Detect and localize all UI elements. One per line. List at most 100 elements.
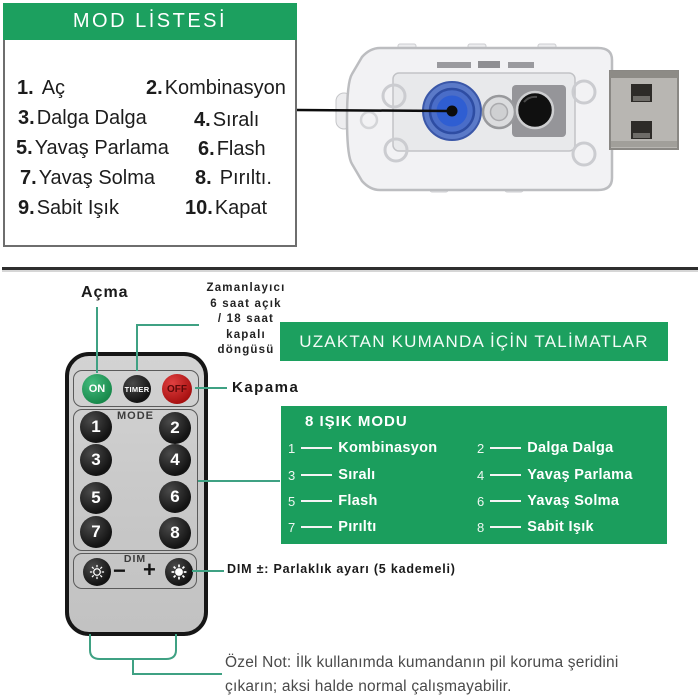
light-mode-label: Kombinasyon: [338, 440, 438, 456]
item-number: 6.: [198, 138, 215, 160]
screw-post: [571, 79, 597, 105]
timer-note-line: kapalı: [226, 328, 266, 341]
item-label: Sıralı: [212, 109, 260, 131]
item-number: 3.: [18, 107, 35, 129]
mode-button-4: 4: [159, 444, 191, 476]
remote-control-image: ON TIMER OFF MODE 1 2 3 4 5 6 7 8 DIM: [65, 352, 208, 636]
list-item: 2.Kombinasyon: [146, 77, 286, 100]
light-mode-item: 4 Yavaş Parlama: [477, 466, 633, 484]
light-mode-item: 2 Dalga Dalga: [477, 439, 614, 457]
dash-line: [301, 500, 333, 502]
pcb-print-mark: [508, 62, 534, 68]
dim-plus-sign: +: [143, 557, 156, 582]
dim-minus-sign: −: [113, 558, 126, 583]
special-note-line: çıkarın; aksi halde normal çalışmayabili…: [225, 677, 512, 695]
item-number: 8.: [195, 167, 212, 189]
light-mode-number: 5: [288, 493, 296, 509]
mode-button-5: 5: [80, 482, 112, 514]
mode-button-3: 3: [80, 444, 112, 476]
mode-button-2: 2: [159, 412, 191, 444]
usb-connector-slot-inner: [633, 133, 650, 138]
screw-post: [383, 137, 409, 163]
item-number: 4.: [194, 109, 211, 131]
light-mode-item: 6 Yavaş Solma: [477, 492, 619, 510]
light-mode-item: 8 Sabit Işık: [477, 518, 594, 536]
light-mode-number: 1: [288, 440, 296, 456]
dash-line: [490, 447, 522, 449]
pcb-print-mark: [478, 61, 500, 68]
dim-low-sun-icon: [89, 564, 105, 580]
dim-down-button: [83, 558, 111, 586]
special-note: Özel Not: İlk kullanımda kumandanın pil …: [225, 651, 665, 698]
off-button: OFF: [162, 374, 192, 404]
item-label: Kombinasyon: [164, 77, 286, 99]
item-label: Dalga Dalga: [36, 107, 147, 129]
light-mode-label: Flash: [338, 493, 378, 509]
light-mode-label: Sıralı: [338, 467, 376, 483]
mode-button-8: 8: [159, 517, 191, 549]
light-mode-item: 1 Kombinasyon: [288, 439, 437, 457]
mode-list-panel: MOD LİSTESİ 1. Aç 2.Kombinasyon 3.Dalga D…: [3, 3, 297, 247]
light-mode-item: 7 Pırıltı: [288, 518, 377, 536]
dim-high-sun-icon: [171, 564, 187, 580]
dash-line: [490, 474, 522, 476]
mode-list-header: MOD LİSTESİ: [3, 3, 297, 40]
list-item: 4.Sıralı: [194, 109, 259, 132]
light-modes-box: 8 IŞIK MODU 1 Kombinasyon 2 Dalga Dalga …: [281, 406, 667, 544]
timer-note-line: 6 saat açık: [210, 297, 282, 310]
pcb-print-mark: [437, 62, 471, 68]
light-mode-label: Yavaş Parlama: [527, 467, 633, 483]
list-item: 3.Dalga Dalga: [18, 107, 147, 130]
section-divider: [2, 267, 698, 272]
instructions-banner: UZAKTAN KUMANDA İÇİN TALİMATLAR: [280, 322, 668, 361]
light-mode-item: 3 Sıralı: [288, 466, 376, 484]
light-mode-item: 5 Flash: [288, 492, 378, 510]
light-mode-number: 2: [477, 440, 485, 456]
item-label: Pırıltı.: [219, 167, 272, 189]
list-item: 9.Sabit Işık: [18, 197, 119, 220]
light-modes-title: 8 IŞIK MODU: [305, 413, 408, 430]
usb-connector-slot-inner: [633, 96, 650, 101]
item-number: 7.: [20, 167, 37, 189]
light-mode-number: 3: [288, 467, 296, 483]
dim-note: DIM ±: Parlaklık ayarı (5 kademeli): [227, 562, 456, 576]
dash-line: [301, 474, 333, 476]
dim-up-button: [165, 558, 193, 586]
usb-connector-edge: [610, 71, 678, 78]
item-number: 9.: [18, 197, 35, 219]
usb-connector-edge: [611, 141, 677, 147]
note-pointer-line: [132, 659, 222, 675]
light-mode-number: 7: [288, 519, 296, 535]
dash-line: [490, 526, 522, 528]
item-number: 10.: [185, 197, 213, 219]
power-on-label: Açma: [81, 284, 129, 301]
light-mode-number: 8: [477, 519, 485, 535]
timer-note-line: Zamanlayıcı: [206, 282, 286, 294]
timer-note: Zamanlayıcı 6 saat açık / 18 saat kapalı…: [198, 281, 294, 359]
light-mode-label: Sabit Işık: [527, 519, 594, 535]
item-number: 5.: [16, 137, 33, 159]
item-label: Yavaş Parlama: [34, 137, 169, 159]
usb-mode-button-center: [436, 95, 468, 127]
item-label: Sabit Işık: [36, 197, 119, 219]
list-item: 1. Aç: [17, 77, 65, 100]
usb-controller-image: [335, 43, 679, 193]
timer-button: TIMER: [123, 375, 151, 403]
on-button: ON: [82, 374, 112, 404]
mode-button-7: 7: [80, 516, 112, 548]
list-item: 5.Yavaş Parlama: [16, 137, 169, 160]
power-off-label: Kapama: [232, 379, 300, 396]
timer-note-line: döngüsü: [217, 344, 275, 356]
silver-component-inner: [489, 102, 509, 122]
dim-section-label: DIM: [123, 553, 147, 565]
mode-button-6: 6: [159, 481, 191, 513]
list-item: 6.Flash: [198, 138, 266, 161]
mode-button-1: 1: [80, 411, 112, 443]
light-mode-label: Dalga Dalga: [527, 440, 614, 456]
item-number: 1.: [17, 77, 34, 99]
item-label: Aç: [41, 77, 66, 99]
timer-note-line: / 18 saat: [217, 313, 275, 325]
light-mode-label: Yavaş Solma: [527, 493, 620, 509]
dash-line: [490, 500, 522, 502]
